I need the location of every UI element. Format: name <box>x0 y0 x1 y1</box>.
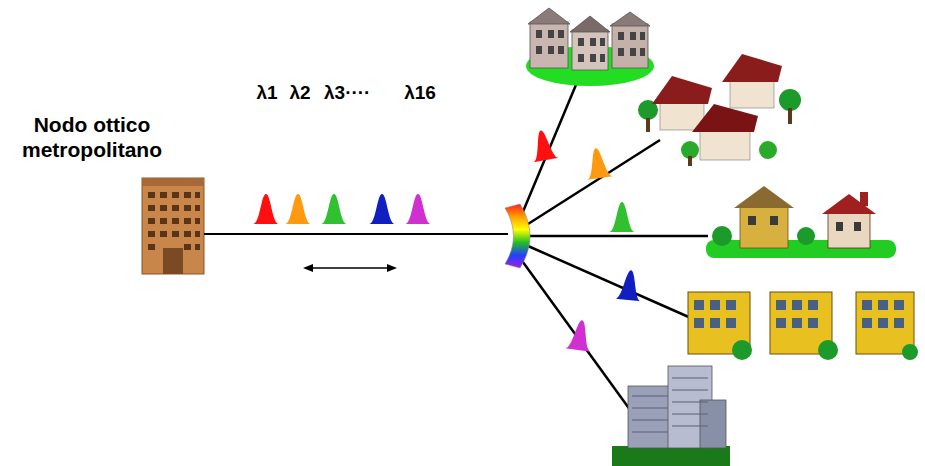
wavelength-label: λ2 <box>289 82 310 104</box>
wavelength-label: λ16 <box>404 82 436 104</box>
detached-houses <box>638 54 801 166</box>
wavelength-label: λ1 <box>256 82 277 104</box>
central-building <box>142 178 204 274</box>
branch-pulses <box>528 128 644 352</box>
wavelength-router <box>505 204 530 268</box>
villas <box>706 186 896 258</box>
office-building <box>612 366 730 466</box>
bidirectional-arrow <box>303 264 397 272</box>
row-houses <box>526 8 654 86</box>
wavelength-label: λ3···· <box>324 82 370 104</box>
wavelength-pulses <box>253 194 431 224</box>
apartment-blocks <box>688 292 918 360</box>
node-title: Nodo ottico metropolitano <box>7 112 177 162</box>
feeder-fiber <box>204 233 508 235</box>
